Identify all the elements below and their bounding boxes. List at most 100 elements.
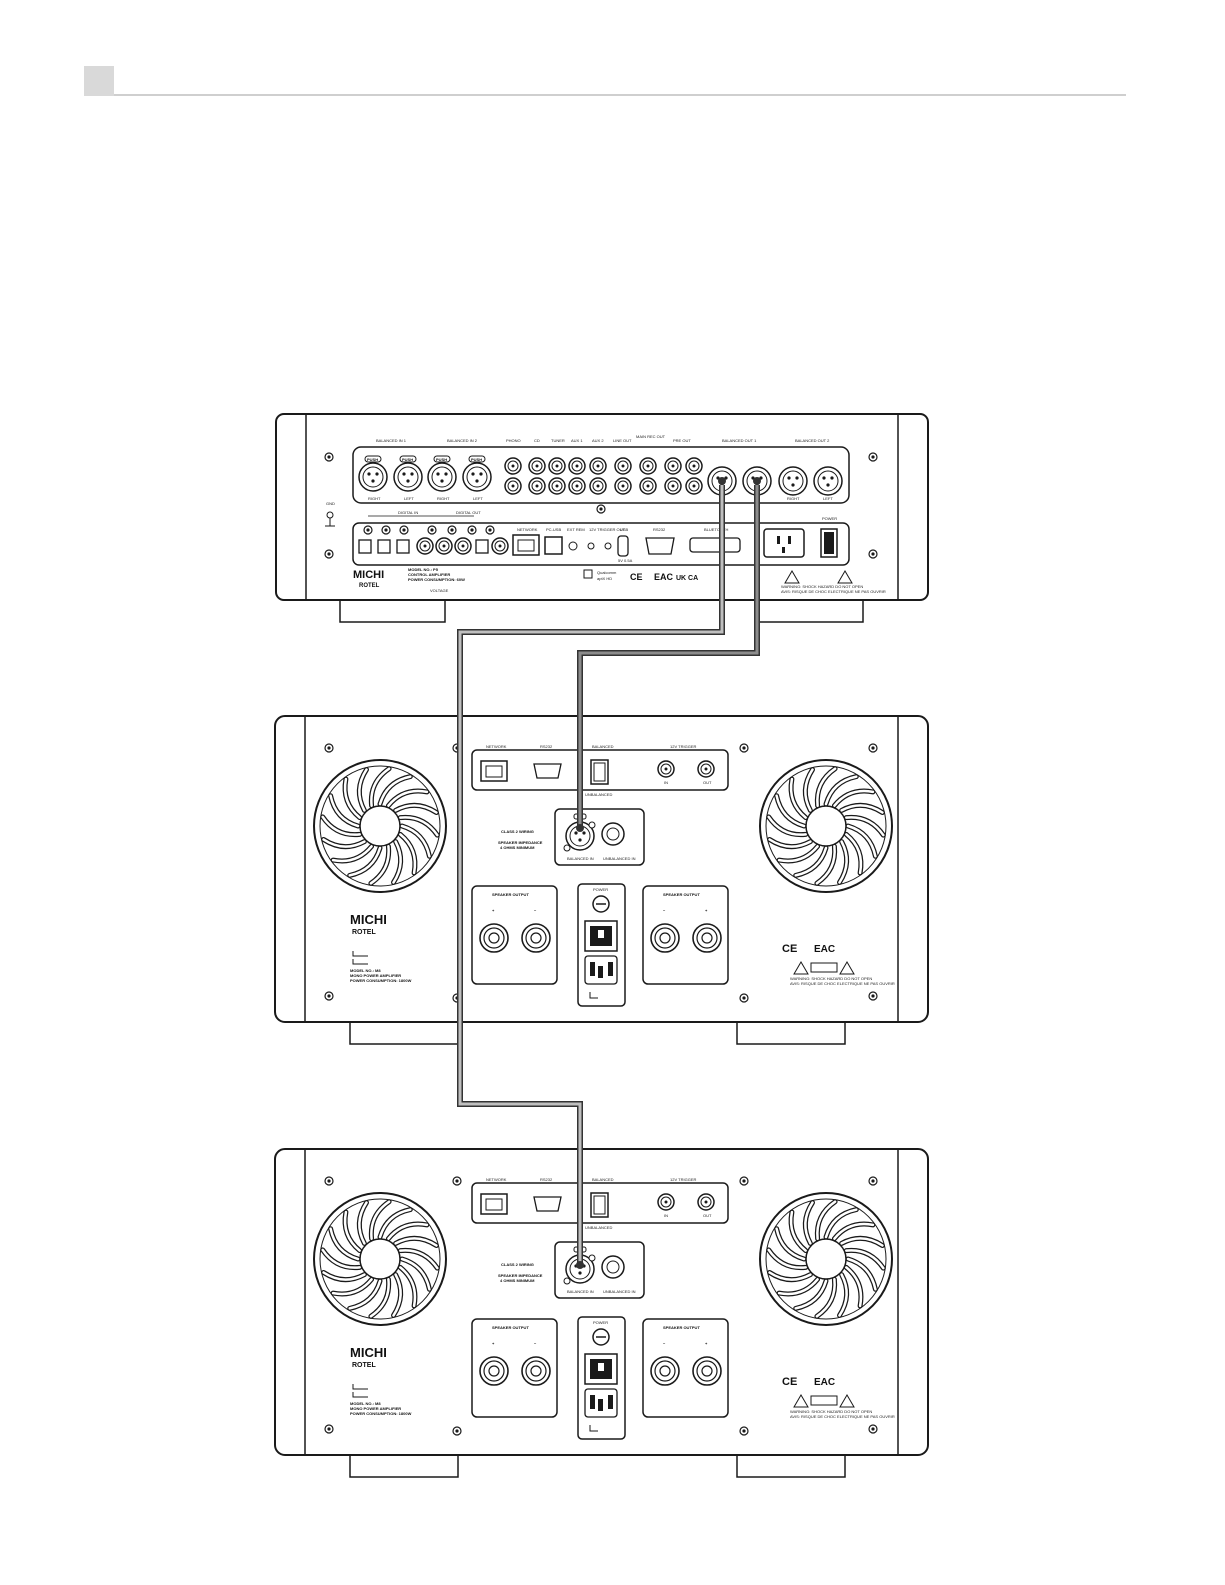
speaker-binding-post <box>692 923 722 953</box>
label-unbalanced-switch: UNBALANCED <box>585 792 612 797</box>
optical-inputs <box>358 539 489 554</box>
label-balanced: BALANCED <box>592 1177 614 1182</box>
label-trigger-out: OUT <box>703 1213 712 1218</box>
label-digital-out: DIGITAL OUT <box>456 510 481 515</box>
label-polarity: + <box>705 908 708 913</box>
network-port <box>480 760 508 782</box>
label-class-2: CLASS 2 WIRING <box>501 1262 534 1267</box>
label-consumption: POWER CONSUMPTION: 1800W <box>350 1411 412 1416</box>
label-polarity: − <box>663 908 666 913</box>
label-polarity: − <box>663 1341 666 1346</box>
label-rs232: RS232 <box>653 527 666 532</box>
label-rs232: RS232 <box>540 1177 553 1182</box>
label-warning-fr: AVIS: RISQUE DE CHOC ELECTRIQUE NE PAS O… <box>790 981 895 986</box>
label-impedance: SPEAKER IMPEDANCE <box>498 1273 543 1278</box>
rs232-port <box>533 1196 562 1212</box>
label-polarity: + <box>705 1341 708 1346</box>
label-trigger: 12V TRIGGER <box>670 1177 696 1182</box>
label-trigger-in: IN <box>664 780 668 785</box>
label-warning-fr: AVIS: RISQUE DE CHOC ELECTRIQUE NE PAS O… <box>790 1414 895 1419</box>
label-model: MODEL NO.: M8 <box>350 968 381 973</box>
label-speaker-output: SPEAKER OUTPUT <box>492 1325 529 1330</box>
label-trigger: 12V TRIGGER <box>670 744 696 749</box>
label-polarity: + <box>492 908 495 913</box>
label-network: NETWORK <box>517 527 538 532</box>
label-aux-2: AUX 2 <box>592 438 604 443</box>
speaker-binding-post <box>650 923 680 953</box>
label-polarity: − <box>534 1341 537 1346</box>
label-voltage: VOLTAGE <box>430 588 449 593</box>
label-speaker-output: SPEAKER OUTPUT <box>663 892 700 897</box>
label-qualcomm: Qualcomm <box>597 570 617 575</box>
label-balanced-in-2: BALANCED IN 2 <box>447 438 478 443</box>
label-trigger: 12V TRIGGER OUT <box>589 527 625 532</box>
rs232-port <box>645 537 675 555</box>
label-gnd: GND <box>326 501 335 506</box>
label-balanced-in-1: BALANCED IN 1 <box>376 438 407 443</box>
push-label: PUSH <box>436 457 447 462</box>
ground-terminal <box>325 511 335 527</box>
label-impedance: SPEAKER IMPEDANCE <box>498 840 543 845</box>
label-balanced-in: BALANCED IN <box>567 856 594 861</box>
push-label: PUSH <box>402 457 413 462</box>
label-right: RIGHT <box>787 496 800 501</box>
cooling-fan-left <box>314 1193 446 1325</box>
label-balanced-in: BALANCED IN <box>567 1289 594 1294</box>
label-power: POWER <box>822 516 837 521</box>
label-type: MONO POWER AMPLIFIER <box>350 973 401 978</box>
mono-amp-lower: NETWORK RS232 BALANCED 12V TRIGGER IN OUT UNBA… <box>274 1148 929 1478</box>
cooling-fan-right <box>760 1193 892 1325</box>
ukca-mark: UK CA <box>676 575 698 582</box>
label-class-2: CLASS 2 WIRING <box>501 829 534 834</box>
speaker-binding-post <box>521 1356 551 1386</box>
push-label: PUSH <box>471 457 482 462</box>
push-label: PUSH <box>367 457 378 462</box>
label-speaker-output: SPEAKER OUTPUT <box>492 892 529 897</box>
label-right: RIGHT <box>437 496 450 501</box>
ac-inlet <box>763 528 805 558</box>
label-unbalanced-in: UNBALANCED IN <box>603 856 636 861</box>
input-selector-switch <box>590 1192 609 1218</box>
label-polarity: + <box>492 1341 495 1346</box>
label-consumption: POWER CONSUMPTION: 1800W <box>350 978 412 983</box>
header-box <box>84 66 114 96</box>
label-type: CONTROL AMPLIFIER <box>408 572 450 577</box>
speaker-binding-post <box>692 1356 722 1386</box>
label-left: LEFT <box>823 496 833 501</box>
label-main-rec-out: MAIN REC OUT <box>636 434 666 439</box>
label-aux-1: AUX 1 <box>571 438 583 443</box>
network-port <box>480 1193 508 1215</box>
brand-logo: MICHI <box>350 1345 387 1360</box>
label-unbalanced-in: UNBALANCED IN <box>603 1289 636 1294</box>
brand-sub: ROTEL <box>352 1362 376 1369</box>
label-right: RIGHT <box>368 496 381 501</box>
label-impedance-min: 4 OHMS MINIMUM <box>500 1278 535 1283</box>
unbalanced-input <box>601 822 625 846</box>
speaker-binding-post <box>521 923 551 953</box>
label-trigger-in: IN <box>664 1213 668 1218</box>
label-usb: USB <box>620 527 629 532</box>
label-polarity: − <box>534 908 537 913</box>
label-network: NETWORK <box>486 1177 507 1182</box>
label-impedance-min: 4 OHMS MINIMUM <box>500 845 535 850</box>
label-balanced-out-2: BALANCED OUT 2 <box>795 438 830 443</box>
label-cd: CD <box>534 438 540 443</box>
input-selector-switch <box>590 759 609 785</box>
label-left: LEFT <box>473 496 483 501</box>
cooling-fan-left <box>314 760 446 892</box>
label-trigger-out: OUT <box>703 780 712 785</box>
label-line-out: LINE OUT <box>613 438 632 443</box>
label-balanced: BALANCED <box>592 744 614 749</box>
cooling-fan-right <box>760 760 892 892</box>
label-warning: WARNING: SHOCK HAZARD DO NOT OPEN <box>790 1409 872 1414</box>
label-power: POWER <box>593 887 608 892</box>
eac-mark: EAC <box>654 572 674 582</box>
usb-port <box>617 535 629 557</box>
ce-mark: CE <box>782 1376 797 1388</box>
ce-mark: CE <box>782 943 797 955</box>
ce-mark: CE <box>630 572 643 582</box>
eac-mark: EAC <box>814 1377 835 1388</box>
bluetooth-antenna <box>689 537 741 553</box>
brand-sub: ROTEL <box>359 583 380 589</box>
